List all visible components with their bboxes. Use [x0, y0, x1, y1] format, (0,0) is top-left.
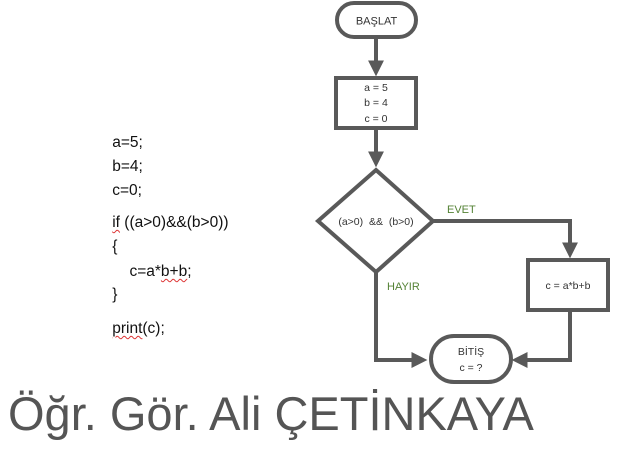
code-text: b=4; — [112, 158, 143, 175]
code-text: } — [112, 286, 118, 303]
code-text: ; — [187, 263, 192, 280]
decision-diamond — [314, 167, 436, 275]
end-result-label: c = ? — [459, 362, 482, 374]
assignment-box — [334, 76, 418, 130]
process-label: c = a*b+b — [546, 280, 591, 292]
code-line-1: a=5; — [95, 116, 143, 170]
arrow-yes-branch — [433, 219, 578, 259]
decision-label: (a>0) && (b>0) — [338, 216, 413, 228]
start-label: BAŞLAT — [356, 16, 398, 28]
code-line-8: print(c); — [95, 302, 165, 356]
end-label: BİTİŞ — [458, 345, 484, 358]
spellcheck-underlined-word: if — [112, 214, 120, 231]
assign-line-c: c = 0 — [364, 113, 387, 125]
code-text: { — [112, 238, 118, 255]
no-label: HAYIR — [387, 281, 420, 293]
code-text: c=a* — [112, 263, 161, 280]
code-text: c=0; — [112, 182, 142, 199]
spellcheck-underlined-word: print — [112, 320, 143, 337]
code-text: (c); — [142, 320, 165, 337]
arrow-process-to-end — [511, 310, 572, 368]
assign-line-a: a = 5 — [364, 82, 388, 94]
code-line-6: c=a*b+b; — [95, 245, 192, 299]
assign-line-b: b = 4 — [364, 97, 388, 109]
spellcheck-underlined-word: b+b — [160, 263, 188, 280]
code-line-3: c=0; — [95, 164, 142, 218]
code-text: ((a>0)&&(b>0)) — [119, 214, 229, 231]
start-terminator — [335, 1, 418, 39]
process-box — [526, 258, 610, 312]
yes-label: EVET — [447, 204, 476, 216]
code-line-4: if ((a>0)&&(b>0)) — [95, 196, 229, 250]
code-line-2: b=4; — [95, 140, 143, 194]
author-name: Öğr. Gör. Ali ÇETİNKAYA — [8, 387, 534, 440]
code-line-5: { — [95, 220, 117, 274]
arrow-no-branch — [374, 272, 428, 368]
end-terminator — [429, 334, 513, 384]
code-text: a=5; — [112, 134, 143, 151]
flowchart: BAŞLAT a = 5 b = 4 c = 0 (a>0) && (b>0) … — [314, 1, 610, 384]
code-line-7: } — [95, 268, 117, 322]
